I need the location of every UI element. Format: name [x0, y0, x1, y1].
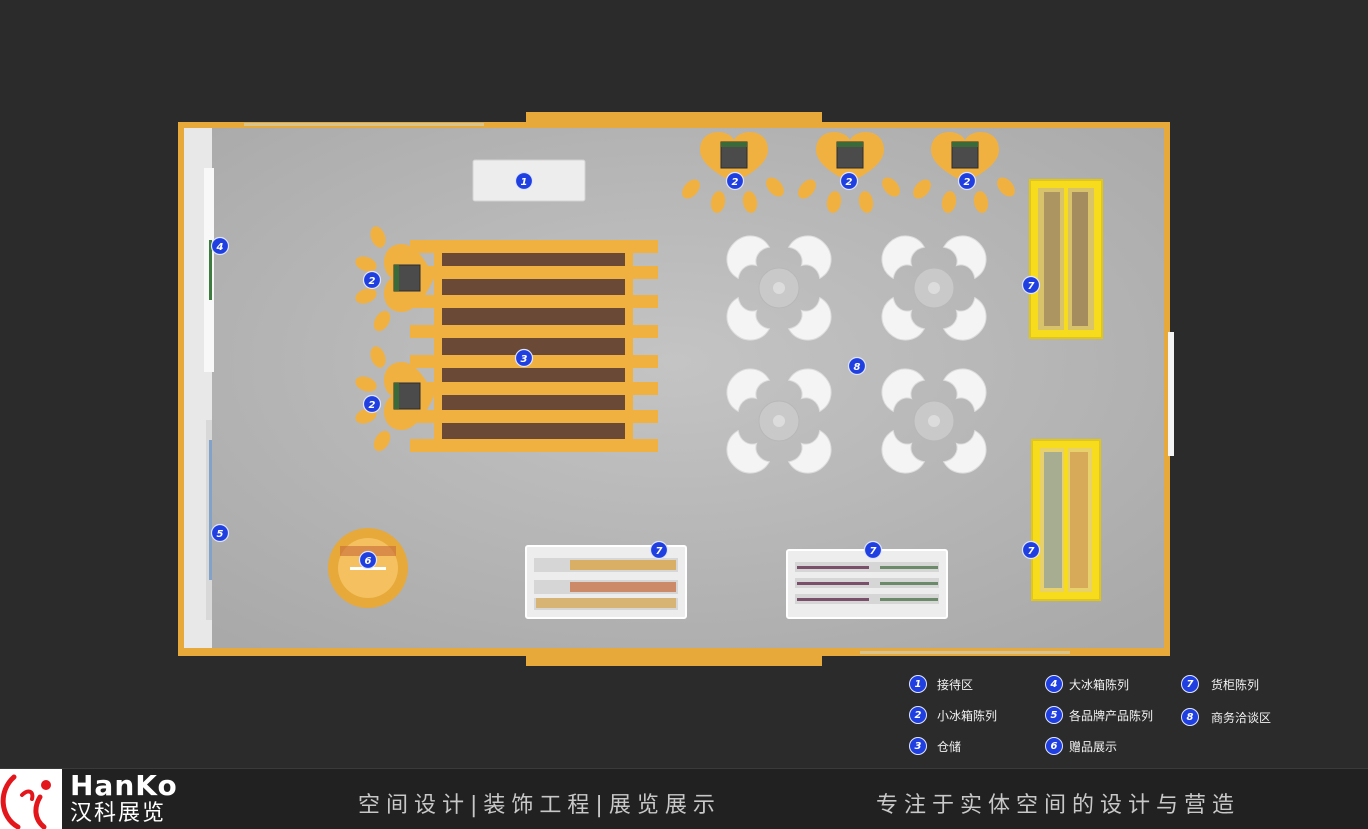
legend-item: 7 货柜陈列: [1181, 674, 1259, 694]
legend-label: 货柜陈列: [1211, 677, 1260, 692]
legend-label: 赠品展示: [1069, 739, 1118, 754]
logo-en: HanKo: [70, 769, 178, 802]
legend-item: 3 仓储: [909, 736, 961, 756]
svg-text:3: 3: [521, 354, 528, 365]
svg-text:2: 2: [732, 177, 739, 188]
badge-small-fridge-top-2: 2: [839, 171, 859, 191]
legend-badge: 6: [1045, 737, 1063, 755]
legend-item: 1 接待区: [909, 674, 973, 694]
hanko-logo-icon: [0, 769, 62, 829]
slogan-left: 空间设计|装饰工程|展览展示: [358, 793, 721, 818]
svg-text:2: 2: [846, 177, 853, 188]
entrance-bottom: [526, 654, 822, 666]
legend-label: 小冰箱陈列: [937, 708, 998, 723]
badge-small-fridge-top-1: 2: [725, 171, 745, 191]
badge-small-fridge-left-2: 2: [362, 394, 382, 414]
footer-bar: HanKo 汉科展览 空间设计|装饰工程|展览展示 专注于实体空间的设计与营造: [0, 768, 1368, 829]
logo-cn: 汉科展览: [70, 801, 167, 826]
legend-label: 大冰箱陈列: [1069, 677, 1130, 692]
svg-text:2: 2: [964, 177, 971, 188]
badge-business-area: 8: [847, 356, 867, 376]
badge-small-fridge-top-3: 2: [957, 171, 977, 191]
svg-text:7: 7: [1028, 281, 1035, 292]
legend-item: 4 大冰箱陈列: [1045, 674, 1129, 694]
legend-label: 仓储: [937, 739, 962, 754]
badge-shelf-bottom-left: 7: [649, 540, 669, 560]
legend-item: 2 小冰箱陈列: [909, 705, 997, 725]
storage-area: [410, 240, 658, 452]
right-door: [1168, 332, 1174, 456]
entrance-top: [526, 112, 822, 124]
badge-reception: 1: [514, 171, 534, 191]
badge-small-fridge-left-1: 2: [362, 270, 382, 290]
legend-badge: 4: [1045, 675, 1063, 693]
svg-text:7: 7: [870, 546, 877, 557]
svg-text:8: 8: [854, 362, 861, 373]
negotiation-table-3: [717, 359, 841, 483]
legend: 1 接待区 2 小冰箱陈列 3 仓储 4 大冰箱陈列 5 各品牌产品陈列 6 赠…: [905, 672, 1305, 762]
shelf-right-top: [1029, 179, 1103, 339]
legend-badge: 2: [909, 706, 927, 724]
floor-plan: 1 2 2 2 4 2 7 3 8 2 5 7 7 7 6: [178, 112, 1174, 666]
legend-item: 8 商务洽谈区: [1181, 707, 1271, 727]
legend-badge: 8: [1181, 708, 1199, 726]
svg-text:2: 2: [369, 400, 376, 411]
negotiation-table-2: [872, 226, 996, 350]
logo-wordmark: HanKo 汉科展览: [70, 771, 178, 827]
badge-gift-display: 6: [358, 550, 378, 570]
legend-badge: 5: [1045, 706, 1063, 724]
negotiation-table-4: [872, 359, 996, 483]
svg-text:6: 6: [365, 556, 372, 567]
svg-text:2: 2: [369, 276, 376, 287]
badge-storage: 3: [514, 348, 534, 368]
svg-text:7: 7: [656, 546, 663, 557]
badge-shelf-right-top: 7: [1021, 275, 1041, 295]
shelf-bottom-left: [525, 545, 687, 619]
badge-large-fridge: 4: [210, 236, 230, 256]
legend-label: 商务洽谈区: [1211, 710, 1272, 725]
legend-item: 6 赠品展示: [1045, 736, 1117, 756]
legend-item: 5 各品牌产品陈列: [1045, 705, 1153, 725]
badge-brand-products: 5: [210, 523, 230, 543]
negotiation-table-1: [717, 226, 841, 350]
badge-text: 1: [521, 177, 528, 188]
legend-label: 各品牌产品陈列: [1069, 708, 1154, 723]
legend-badge: 3: [909, 737, 927, 755]
legend-badge: 1: [909, 675, 927, 693]
badge-shelf-right-bottom: 7: [1021, 540, 1041, 560]
shelf-bottom-right: [786, 549, 948, 619]
legend-badge: 7: [1181, 675, 1199, 693]
shelf-right-bottom: [1031, 439, 1101, 601]
svg-text:4: 4: [216, 242, 224, 253]
svg-text:7: 7: [1028, 546, 1035, 557]
svg-text:5: 5: [217, 529, 224, 540]
slogan-right: 专注于实体空间的设计与营造: [876, 793, 1241, 818]
legend-label: 接待区: [937, 677, 974, 692]
badge-shelf-bottom-right: 7: [863, 540, 883, 560]
